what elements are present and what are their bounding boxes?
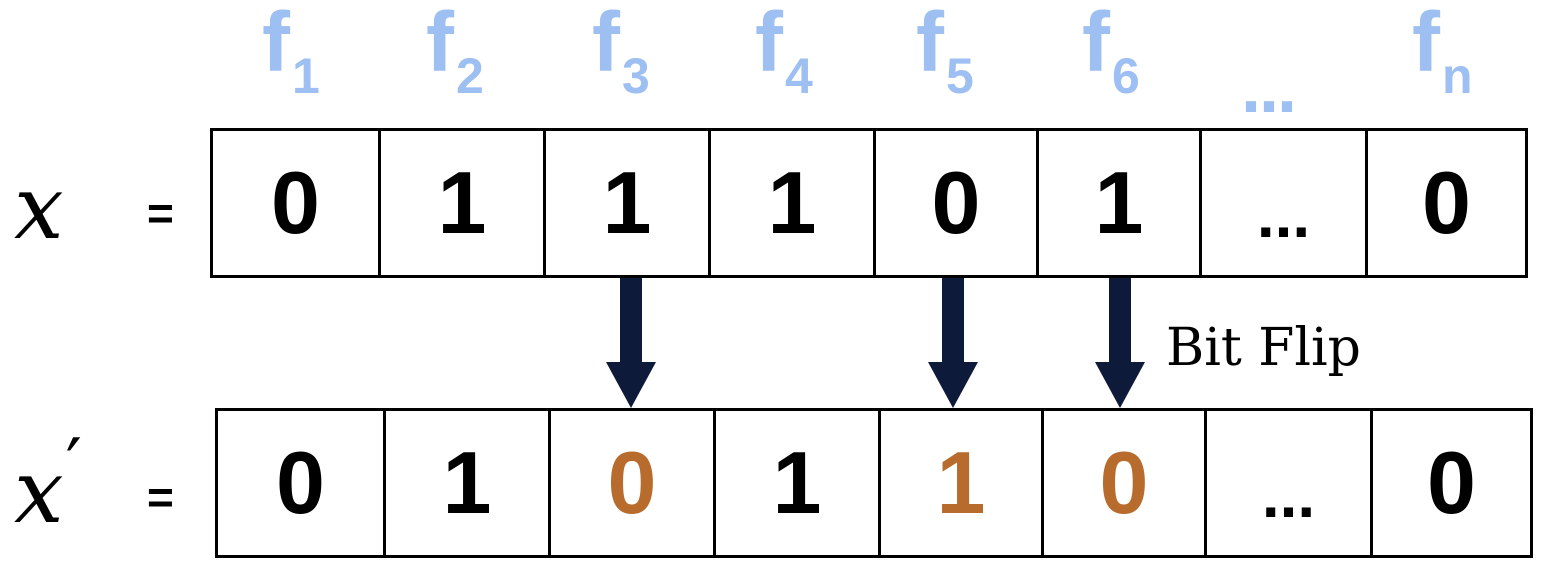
bit-flip-arrow-f3 bbox=[606, 278, 656, 408]
original-bit-cell-ellipsis: ... bbox=[1199, 131, 1365, 275]
feature-label-f3: f3 bbox=[592, 0, 650, 104]
perturbed-bit-cell: 1 bbox=[878, 411, 1041, 555]
bit-flip-arrow-f5 bbox=[928, 278, 978, 408]
bit-flip-annotation: Bit Flip bbox=[1166, 318, 1361, 378]
perturbed-bit-cell: 0 bbox=[1370, 411, 1530, 555]
feature-label-f4: f4 bbox=[755, 0, 813, 104]
original-bit-cell: 0 bbox=[873, 131, 1036, 275]
original-vector-label: x bbox=[14, 156, 64, 259]
perturbed-bit-cell: 0 bbox=[276, 433, 325, 532]
feature-label-f1: f1 bbox=[262, 0, 320, 104]
original-bit-cell: 0 bbox=[271, 153, 320, 252]
original-bit-cell: 1 bbox=[708, 131, 873, 275]
original-equals-sign: = bbox=[147, 187, 174, 239]
original-bit-cell: 1 bbox=[543, 131, 708, 275]
perturbed-bit-cell: 1 bbox=[383, 411, 548, 555]
perturbed-bit-cell: 0 bbox=[548, 411, 713, 555]
perturbed-equals-sign: = bbox=[147, 471, 174, 523]
original-bit-vector: 0 1 1 1 0 1 ... 0 bbox=[210, 128, 1528, 278]
prime-mark: ′ bbox=[65, 423, 82, 507]
feature-label-ellipsis: ... bbox=[1241, 48, 1297, 128]
perturbed-bit-cell: 0 bbox=[1041, 411, 1204, 555]
perturbed-bit-cell: 1 bbox=[713, 411, 878, 555]
original-bit-cell: 1 bbox=[1036, 131, 1199, 275]
feature-label-fn: fn bbox=[1412, 0, 1473, 104]
bit-flip-arrow-f6 bbox=[1095, 278, 1145, 408]
perturbed-bit-vector: 0 1 0 1 1 0 ... 0 bbox=[215, 408, 1533, 558]
perturbed-bit-cell-ellipsis: ... bbox=[1204, 411, 1370, 555]
original-bit-cell: 0 bbox=[1365, 131, 1525, 275]
feature-label-f2: f2 bbox=[426, 0, 484, 104]
feature-label-f5: f5 bbox=[916, 0, 974, 104]
original-bit-cell: 1 bbox=[378, 131, 543, 275]
perturbed-vector-label: x′ bbox=[14, 423, 82, 543]
feature-label-f6: f6 bbox=[1082, 0, 1140, 104]
